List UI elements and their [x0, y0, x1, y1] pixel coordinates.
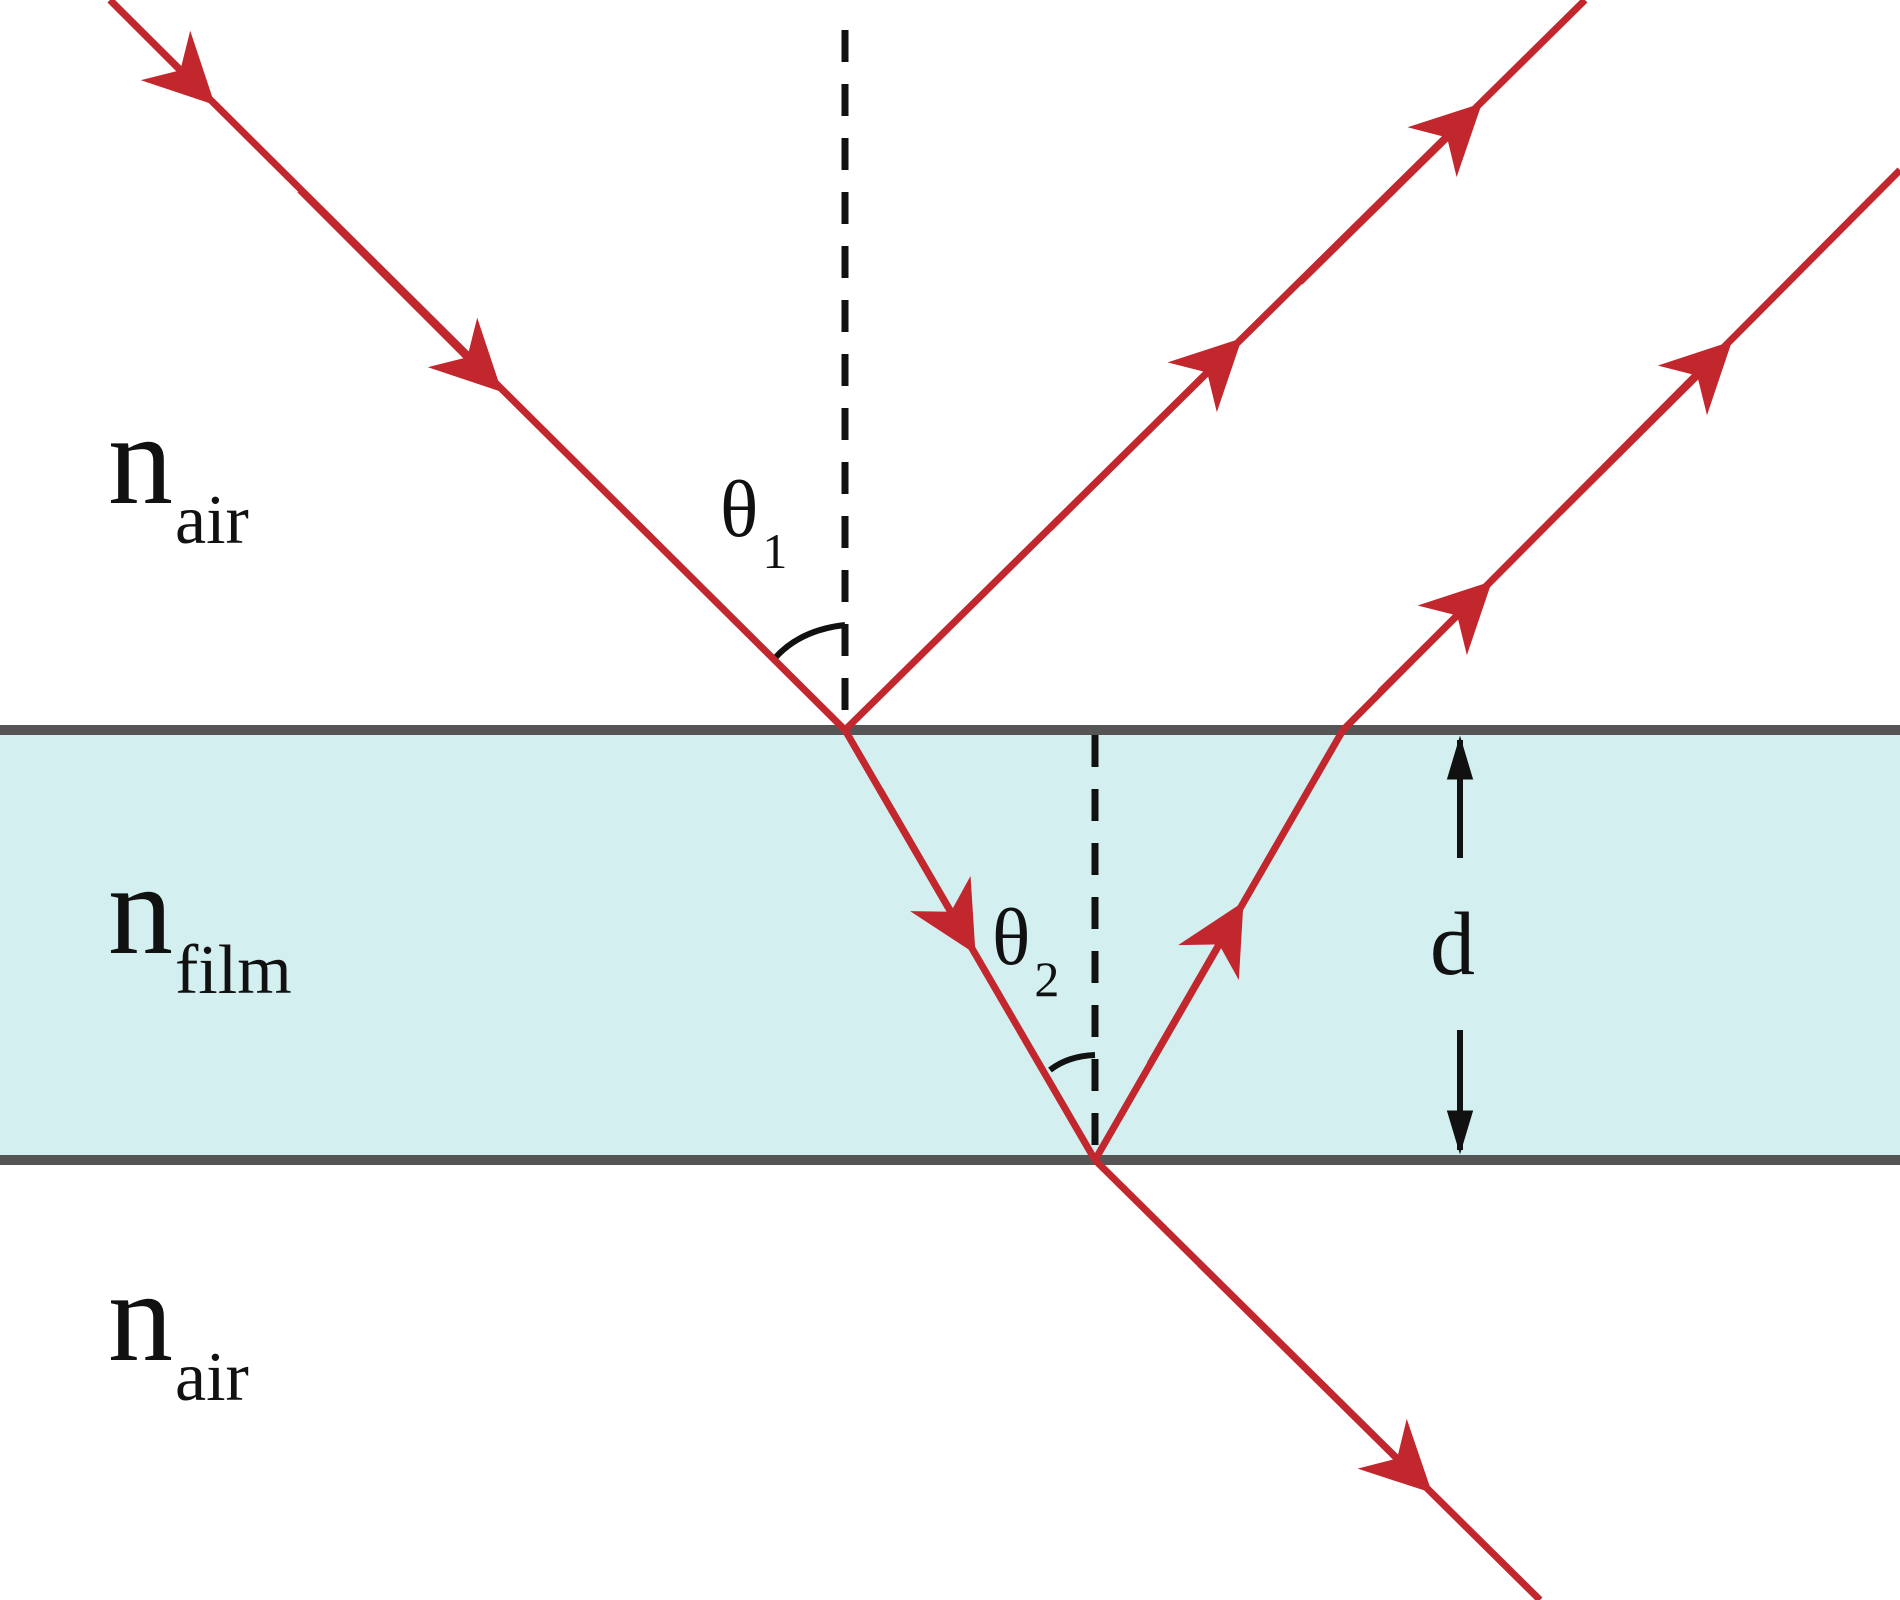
- reflected-ray-2-arrow-1: [1377, 581, 1492, 695]
- label-film-medium-symbol: n: [108, 838, 173, 982]
- label-film-medium: nfilm: [108, 845, 292, 1006]
- label-theta2-subscript: 2: [1034, 951, 1060, 1007]
- internal-reflected-ray-arrow: [1146, 901, 1244, 1066]
- angle-arc-theta2: [1048, 1052, 1096, 1073]
- label-top-medium-subscript: air: [175, 482, 249, 559]
- label-top-medium: nair: [108, 395, 249, 556]
- reflected-ray-2-arrow-2: [1557, 341, 1732, 515]
- label-thickness: d: [1430, 895, 1475, 994]
- label-film-medium-subscript: film: [175, 932, 292, 1009]
- refracted-ray-arrow: [876, 788, 976, 955]
- incident-ray-arrow-2: [297, 187, 502, 392]
- label-bottom-medium: nair: [108, 1252, 249, 1413]
- incident-ray-arrow-1: [107, 0, 215, 105]
- label-theta1: θ1: [720, 470, 787, 576]
- label-theta1-symbol: θ: [720, 466, 759, 554]
- label-theta1-subscript: 1: [762, 523, 788, 579]
- transmitted-ray-arrow: [1197, 1261, 1432, 1493]
- label-theta2: θ2: [992, 898, 1059, 1004]
- label-bottom-medium-symbol: n: [108, 1245, 173, 1389]
- reflected-ray-1-arrow-2: [1297, 103, 1482, 285]
- reflected-ray-1-arrow-1: [1047, 338, 1242, 531]
- angle-arc-theta1: [772, 622, 846, 661]
- label-theta2-symbol: θ: [992, 894, 1031, 982]
- label-bottom-medium-subscript: air: [175, 1339, 249, 1416]
- label-top-medium-symbol: n: [108, 388, 173, 532]
